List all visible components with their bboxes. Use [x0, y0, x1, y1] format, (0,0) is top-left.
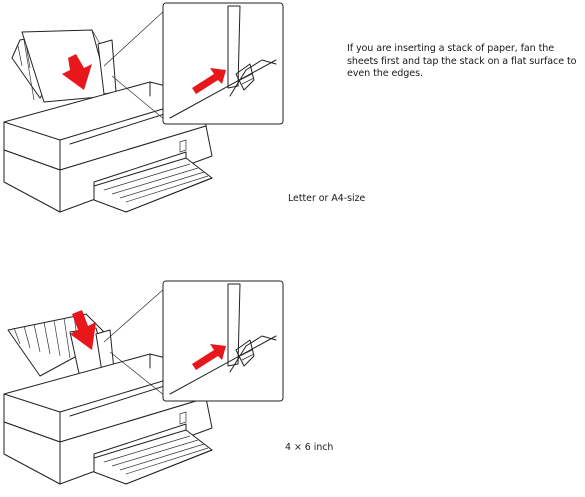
- insert-down-arrow-icon: [70, 310, 96, 350]
- insert-down-arrow-icon: [62, 54, 92, 90]
- printer-illustration-4x6: [3, 280, 284, 485]
- slide-guide-arrow-icon: [192, 68, 226, 94]
- slide-guide-arrow-icon: [192, 344, 226, 370]
- instruction-note: If you are inserting a stack of paper, f…: [347, 43, 577, 80]
- figure-caption: Letter or A4-size: [288, 193, 366, 204]
- printer-illustration-letter: [3, 2, 284, 213]
- figure-caption: 4 × 6 inch: [285, 442, 334, 453]
